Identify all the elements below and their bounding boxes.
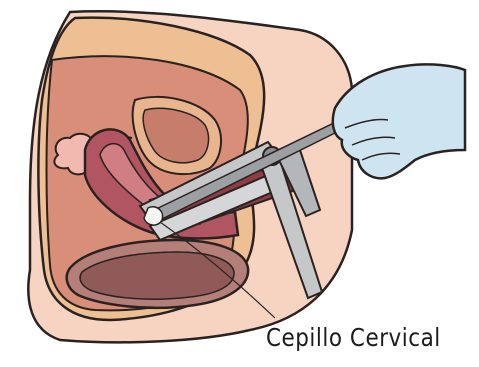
cervical-brush-label: Cepillo Cervical xyxy=(266,325,441,350)
